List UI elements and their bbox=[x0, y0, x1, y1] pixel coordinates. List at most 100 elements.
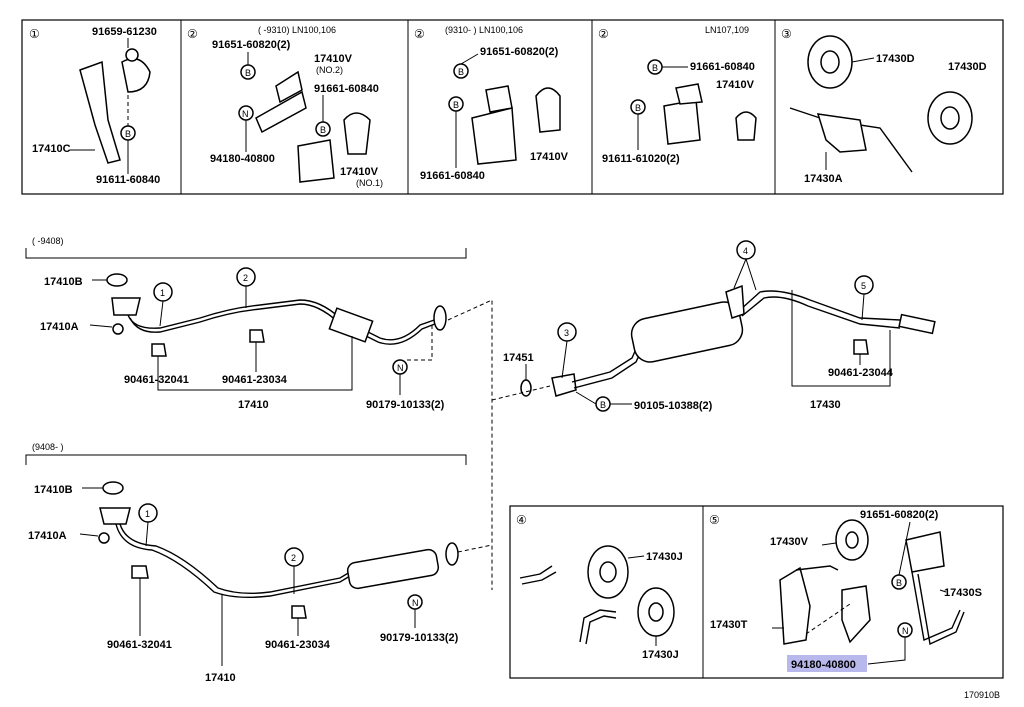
bracket-shape bbox=[816, 113, 867, 153]
clamp-shape bbox=[343, 112, 371, 155]
panel-2c-number: ② bbox=[598, 27, 609, 41]
part-number[interactable]: 17410A bbox=[28, 530, 67, 542]
part-number[interactable]: 17410 bbox=[205, 672, 236, 684]
bracket-shape bbox=[79, 60, 121, 164]
flange-shape bbox=[433, 305, 447, 331]
highlighted-part-number[interactable]: 94180-40800 bbox=[791, 659, 856, 671]
panel-2b: ② (9310- ) LN100,106 91651-60820(2) 9166… bbox=[414, 25, 569, 182]
part-number[interactable]: 90105-10388(2) bbox=[634, 400, 713, 412]
part-number[interactable]: 91659-61230 bbox=[92, 26, 157, 38]
bottom-panels bbox=[509, 505, 1004, 679]
part-number[interactable]: 90179-10133(2) bbox=[366, 399, 445, 411]
part-number[interactable]: 17410V bbox=[530, 151, 569, 163]
part-number[interactable]: 17430D bbox=[876, 53, 915, 65]
bracket-shape bbox=[675, 83, 703, 105]
clamp-shape bbox=[297, 139, 335, 183]
part-number[interactable]: 94180-40800 bbox=[210, 153, 275, 165]
panel-1-number: ① bbox=[29, 27, 40, 41]
part-number[interactable]: 90461-23034 bbox=[265, 639, 331, 651]
hanger-rod bbox=[519, 565, 553, 579]
part-number[interactable]: 17451 bbox=[503, 352, 534, 364]
panel-2a: ② ( -9310) LN100,106 91651-60820(2) 1741… bbox=[187, 25, 383, 188]
part-number[interactable]: 91661-60840 bbox=[314, 83, 379, 95]
part-number[interactable]: 17410 bbox=[238, 399, 269, 411]
part-number[interactable]: 17430S bbox=[944, 587, 982, 599]
exhaust-pipe bbox=[115, 523, 351, 599]
part-number[interactable]: 17430J bbox=[646, 551, 683, 563]
part-number[interactable]: 90461-23044 bbox=[828, 367, 894, 379]
callout-b-letter: B bbox=[635, 103, 641, 113]
lower-assembly: (9408- ) 17410B 17410A 90461-32041 90461… bbox=[25, 442, 493, 684]
bracket-shape bbox=[275, 70, 303, 104]
part-number[interactable]: 17410C bbox=[32, 143, 71, 155]
part-number[interactable]: 91651-60820(2) bbox=[212, 39, 291, 51]
part-number[interactable]: 17410B bbox=[34, 484, 73, 496]
part-number[interactable]: 17430T bbox=[710, 619, 748, 631]
tail-tip-shape bbox=[898, 313, 936, 335]
exhaust-pipe-edge bbox=[119, 523, 351, 595]
part-number[interactable]: 17410B bbox=[44, 276, 83, 288]
callout-1-number: 1 bbox=[145, 509, 150, 519]
exhaust-pipe-edge bbox=[129, 303, 441, 345]
part-number[interactable]: 17430J bbox=[642, 649, 679, 661]
part-number[interactable]: 91651-60820(2) bbox=[860, 509, 939, 521]
main-muffler-shape bbox=[630, 301, 744, 363]
gasket-shape bbox=[102, 481, 124, 495]
rear-assembly: 17451 90105-10388(2) 17430 90461-23044 3… bbox=[491, 240, 936, 412]
part-number[interactable]: 17430V bbox=[770, 536, 809, 548]
muffler-shape bbox=[346, 548, 440, 590]
part-note: (NO.2) bbox=[316, 65, 343, 75]
part-number[interactable]: 90461-32041 bbox=[107, 639, 172, 651]
part-number[interactable]: 17410V bbox=[716, 79, 755, 91]
part-note: (NO.1) bbox=[356, 178, 383, 188]
panel-2b-range: (9310- ) LN100,106 bbox=[445, 25, 523, 35]
upper-range: ( -9408) bbox=[32, 236, 64, 246]
gasket-shape bbox=[106, 273, 128, 287]
part-number[interactable]: 90461-32041 bbox=[124, 374, 189, 386]
part-number[interactable]: 91611-60840 bbox=[96, 174, 160, 186]
top-panels-frame bbox=[21, 19, 1004, 195]
part-number[interactable]: 17430 bbox=[810, 399, 841, 411]
part-number[interactable]: 17410V bbox=[314, 53, 353, 65]
bolt-shape bbox=[125, 48, 139, 62]
tail-pipe bbox=[739, 290, 901, 321]
bracket-shape bbox=[485, 85, 513, 113]
top-panels bbox=[21, 19, 1004, 195]
flange-shape bbox=[111, 297, 141, 316]
clamp-shape bbox=[535, 87, 561, 133]
part-number[interactable]: 17430A bbox=[804, 173, 843, 185]
callout-b-letter: B bbox=[320, 125, 326, 135]
callout-b-letter: B bbox=[125, 129, 131, 139]
callout-1-number: 1 bbox=[160, 288, 165, 298]
panel-4: ④ 17430J 17430J bbox=[516, 513, 683, 661]
callout-2-number: 2 bbox=[243, 273, 248, 283]
flange-shape bbox=[551, 373, 577, 397]
hanger-rod bbox=[911, 571, 961, 641]
exhaust-pipe bbox=[127, 299, 441, 341]
panel-2c-range: LN107,109 bbox=[705, 25, 749, 35]
part-number[interactable]: 91611-61020(2) bbox=[602, 153, 680, 165]
part-number[interactable]: 17410A bbox=[40, 321, 79, 333]
clamp-shape bbox=[735, 111, 757, 141]
callout-b-letter: B bbox=[453, 100, 459, 110]
part-number[interactable]: 90461-23034 bbox=[222, 374, 288, 386]
panel-2a-range: ( -9310) LN100,106 bbox=[258, 25, 336, 35]
panel-4-number: ④ bbox=[516, 513, 527, 527]
callout-b-letter: B bbox=[600, 400, 606, 410]
part-number[interactable]: 91661-60840 bbox=[420, 170, 485, 182]
part-number[interactable]: 91651-60820(2) bbox=[480, 46, 559, 58]
clamp-shape bbox=[471, 107, 517, 165]
callout-b-letter: B bbox=[245, 68, 251, 78]
callout-3-number: 3 bbox=[564, 328, 569, 338]
callout-b-letter: B bbox=[458, 67, 464, 77]
rubber-mount-shape bbox=[841, 585, 871, 644]
bracket-shape bbox=[905, 531, 945, 573]
part-number[interactable]: 17430D bbox=[948, 61, 987, 73]
part-number[interactable]: 90179-10133(2) bbox=[380, 632, 459, 644]
lower-range: (9408- ) bbox=[32, 442, 64, 452]
lower-bracket bbox=[25, 454, 467, 465]
diagram-code: 170910B bbox=[964, 690, 1000, 700]
callout-4-number: 4 bbox=[743, 246, 748, 256]
part-number[interactable]: 91661-60840 bbox=[690, 61, 755, 73]
part-number[interactable]: 17410V bbox=[340, 166, 379, 178]
